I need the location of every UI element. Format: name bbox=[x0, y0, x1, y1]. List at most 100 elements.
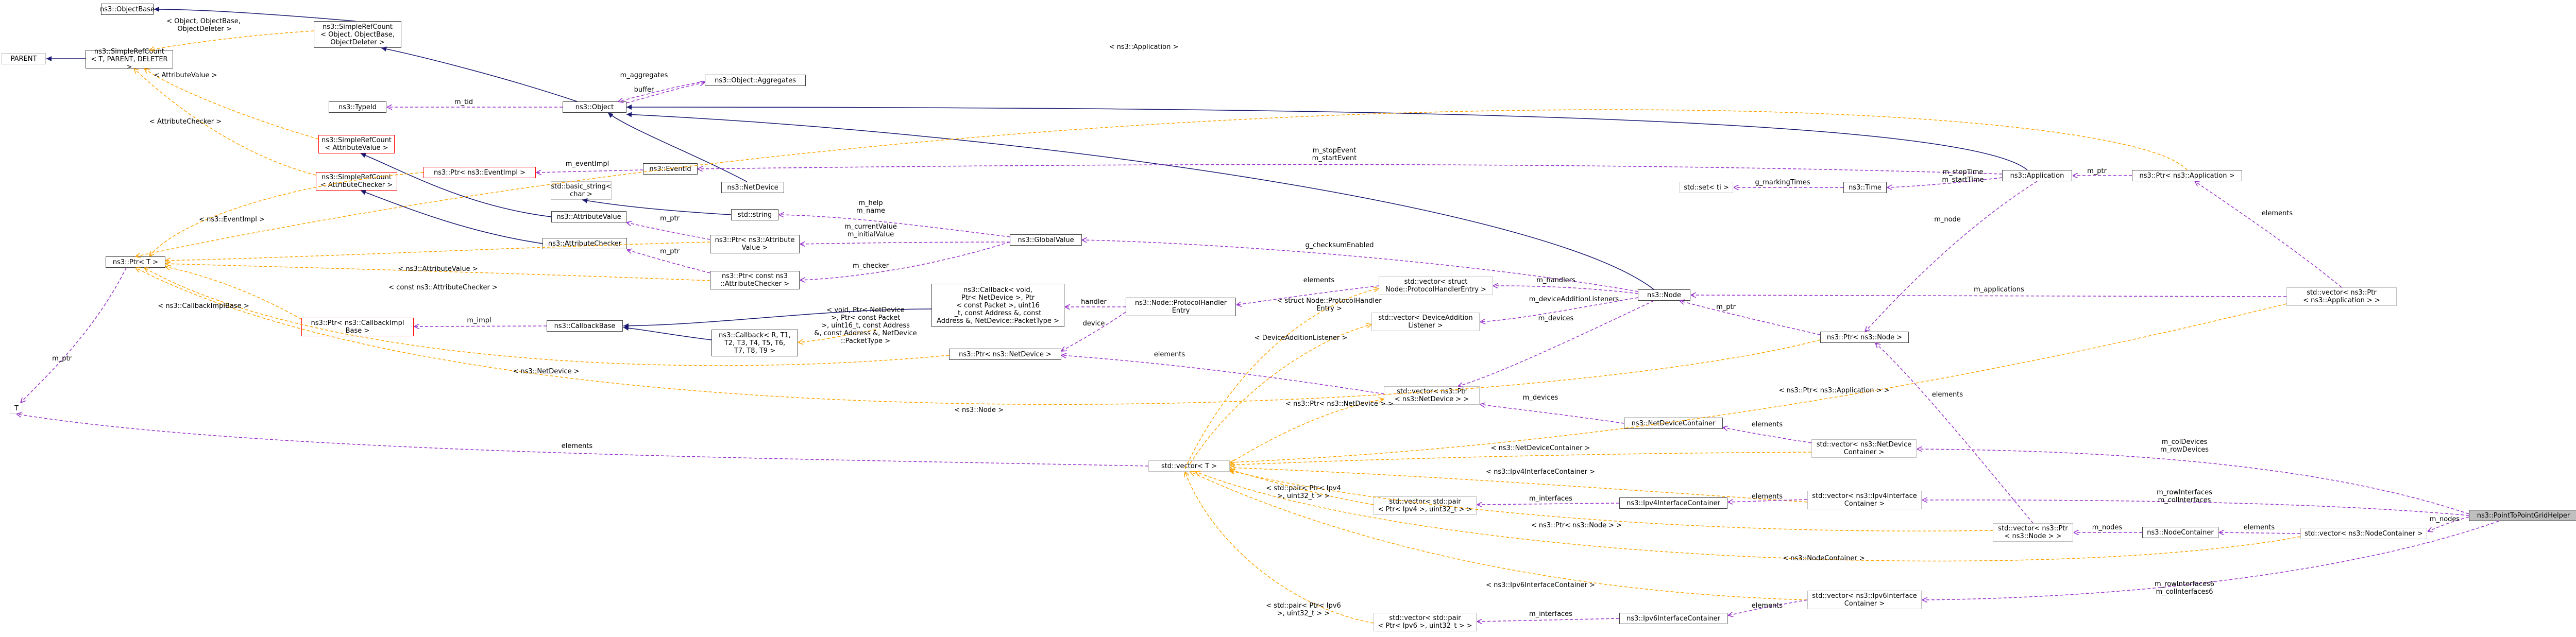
edge-label-m-eventimpl: m_eventImpl bbox=[566, 160, 609, 168]
edge-use-interfaces4 bbox=[1477, 503, 1620, 505]
edge-label-layer: < Object, ObjectBase, ObjectDeleter >< A… bbox=[52, 18, 2460, 618]
node-callbackbase[interactable]: ns3::CallbackBase bbox=[547, 320, 623, 332]
edge-tpl-vector-deviceaddition bbox=[1190, 324, 1371, 464]
node-ptr-attributevalue[interactable]: ns3::Ptr< ns3::Attribute Value > bbox=[710, 235, 800, 253]
node-ptr-t[interactable]: ns3::Ptr< T > bbox=[106, 256, 165, 268]
edge-use-elements-netdevice bbox=[1061, 355, 1384, 394]
edge-label-m-tid: m_tid bbox=[454, 98, 473, 106]
edge-tpl-vector-ipv6container bbox=[1190, 472, 1808, 600]
node-ptr-application[interactable]: ns3::Ptr< ns3::Application > bbox=[2132, 170, 2242, 181]
node-vector-nodecontainer[interactable]: std::vector< ns3::NodeContainer > bbox=[2300, 528, 2427, 539]
node-vector-protocolhandlerentry[interactable]: std::vector< struct Node::ProtocolHandle… bbox=[1379, 277, 1493, 295]
node-object-aggregates[interactable]: ns3::Object::Aggregates bbox=[705, 75, 806, 86]
edge-label-handler: handler bbox=[1081, 298, 1107, 306]
edge-attrvalue-srcount bbox=[360, 153, 552, 217]
node-basic-string[interactable]: std::basic_string< char > bbox=[551, 181, 612, 200]
edge-use-handlers bbox=[1493, 286, 1638, 294]
edge-label-ipv4container-tpl: < ns3::Ipv4InterfaceContainer > bbox=[1486, 468, 1595, 476]
edge-use-eventimpl bbox=[536, 169, 643, 173]
edge-use-elements-ptrnode bbox=[1875, 343, 2033, 524]
node-object[interactable]: ns3::Object bbox=[563, 101, 626, 113]
edge-label-device: device bbox=[1083, 320, 1105, 328]
node-vector-deviceadditionlistener[interactable]: std::vector< DeviceAddition Listener > bbox=[1371, 313, 1480, 331]
edge-label-nodecontainer-tpl: < ns3::NodeContainer > bbox=[1783, 555, 1865, 562]
edge-label-m-nodes-vec: m_nodes bbox=[2092, 524, 2123, 531]
node-protocolhandlerentry[interactable]: ns3::Node::ProtocolHandler Entry bbox=[1126, 298, 1236, 316]
edge-tpl-vector-protocolhandler bbox=[1184, 288, 1379, 469]
edge-tpl-vector-netdevicecontainer bbox=[1230, 452, 1812, 465]
edge-tpl-srcountobj bbox=[149, 30, 314, 50]
node-ipv4interfacecontainer[interactable]: ns3::Ipv4InterfaceContainer bbox=[1619, 497, 1727, 509]
node-netdevicecontainer[interactable]: ns3::NetDeviceContainer bbox=[1624, 418, 1723, 429]
edge-label-aggregates: m_aggregates bbox=[620, 72, 668, 79]
edge-label-elements-app: elements bbox=[2262, 210, 2293, 217]
inheritance-edges bbox=[46, 7, 2028, 340]
edge-use-elements-ipv6 bbox=[1728, 599, 1808, 615]
edge-label-attributechecker-tpl: < AttributeChecker > bbox=[149, 118, 222, 126]
node-netdevice[interactable]: ns3::NetDevice bbox=[721, 182, 784, 193]
edge-tpl-ptr-attrchecker bbox=[165, 264, 710, 281]
node-time[interactable]: ns3::Time bbox=[1843, 182, 1887, 193]
node-ptr-eventimpl[interactable]: ns3::Ptr< ns3::EventImpl > bbox=[423, 167, 536, 178]
edge-label-attributevalue-tpl: < AttributeValue > bbox=[154, 72, 217, 79]
node-attributevalue[interactable]: ns3::AttributeValue bbox=[551, 211, 626, 222]
node-objectbase[interactable]: ns3::ObjectBase bbox=[100, 4, 155, 15]
node-application[interactable]: ns3::Application bbox=[2002, 170, 2072, 181]
node-simplerefcount-t[interactable]: ns3::SimpleRefCount < T, PARENT, DELETER… bbox=[86, 48, 173, 71]
edge-tpl-ptr-application bbox=[135, 109, 2188, 256]
node-globalvalue[interactable]: ns3::GlobalValue bbox=[1010, 234, 1082, 246]
node-nodecontainer[interactable]: ns3::NodeContainer bbox=[2142, 527, 2218, 538]
edge-label-elements-nc: elements bbox=[2244, 524, 2275, 531]
edge-object-srcountobj bbox=[381, 46, 578, 102]
edge-tpl-vector-pair-ipv6 bbox=[1185, 472, 1374, 624]
edge-label-m-devices-ndc: m_devices bbox=[1523, 394, 1558, 402]
edge-tpl-ptr-eventimpl bbox=[149, 172, 424, 256]
edge-label-const-attrchecker: < const ns3::AttributeChecker > bbox=[388, 284, 498, 291]
node-simplerefcount-attributechecker[interactable]: ns3::SimpleRefCount < AttributeChecker > bbox=[316, 172, 397, 191]
node-callback-r[interactable]: ns3::Callback< R, T1, T2, T3, T4, T5, T6… bbox=[711, 330, 798, 356]
edge-use-ptr-t-t bbox=[21, 267, 127, 403]
edge-use-elements-ndc bbox=[1723, 427, 1812, 443]
node-vector-pair-ipv6[interactable]: std::vector< std::pair < Ptr< Ipv6 >, ui… bbox=[1374, 613, 1477, 631]
edge-use-buffer bbox=[626, 82, 705, 104]
node-ptr-callbackimplbase[interactable]: ns3::Ptr< ns3::CallbackImpl Base > bbox=[301, 318, 414, 336]
node-ipv6interfacecontainer[interactable]: ns3::Ipv6InterfaceContainer bbox=[1619, 613, 1727, 624]
node-simplerefcount-object[interactable]: ns3::SimpleRefCount < Object, ObjectBase… bbox=[314, 21, 401, 48]
node-ptr-netdevice[interactable]: ns3::Ptr< ns3::NetDevice > bbox=[949, 349, 1061, 360]
node-callback-void[interactable]: ns3::Callback< void, Ptr< NetDevice >, P… bbox=[931, 284, 1064, 327]
node-vector-netdevicecontainer[interactable]: std::vector< ns3::NetDevice Container > bbox=[1811, 439, 1917, 458]
node-parent[interactable]: PARENT bbox=[2, 53, 46, 64]
edge-tpl-vector-nodecontainer bbox=[1195, 472, 2301, 562]
edge-label-m-ptr-t: m_ptr bbox=[52, 355, 72, 363]
node-ptr-attributechecker[interactable]: ns3::Ptr< const ns3 ::AttributeChecker > bbox=[710, 271, 800, 289]
edge-label-m-nodes-helper: m_nodes bbox=[2430, 515, 2460, 523]
edge-label-deviceaddition-tpl: < DeviceAdditionListener > bbox=[1255, 334, 1348, 342]
node-vector-ptr-application[interactable]: std::vector< ns3::Ptr < ns3::Application… bbox=[2286, 287, 2397, 306]
node-typeid[interactable]: ns3::TypeId bbox=[329, 101, 386, 113]
node-vector-ipv4interfacecontainer[interactable]: std::vector< ns3::Ipv4Interface Containe… bbox=[1807, 491, 1922, 509]
edge-use-rowinterfaces6 bbox=[1922, 521, 2499, 600]
edge-label-m-devices-node: m_devices bbox=[1538, 315, 1574, 322]
node-std-string[interactable]: std::string bbox=[731, 209, 778, 220]
edge-label-application-tpl: < ns3::Application > bbox=[1109, 43, 1179, 51]
node-set-t[interactable]: std::set< ti > bbox=[1680, 182, 1733, 193]
node-vector-ipv6interfacecontainer[interactable]: std::vector< ns3::Ipv6Interface Containe… bbox=[1807, 591, 1922, 609]
node-node[interactable]: ns3::Node bbox=[1638, 289, 1690, 301]
edge-label-ptr-app-tpl: < ns3::Ptr< ns3::Application > > bbox=[1778, 387, 1889, 394]
node-vector-t[interactable]: std::vector< T > bbox=[1148, 460, 1230, 472]
edge-label-eventimpl-tpl: < ns3::EventImpl > bbox=[199, 216, 265, 223]
edge-use-rowinterfaces bbox=[1922, 500, 2469, 516]
edge-use-stoptime bbox=[1887, 177, 2003, 187]
node-vector-ptr-node[interactable]: std::vector< ns3::Ptr < ns3::Node > > bbox=[1993, 523, 2073, 542]
node-vector-ptr-netdevice[interactable]: std::vector< ns3::Ptr < ns3::NetDevice >… bbox=[1384, 386, 1480, 405]
node-pointtopointgridhelper[interactable]: ns3::PointToPointGridHelper bbox=[2469, 510, 2576, 521]
edge-tpl-ptr-node bbox=[135, 268, 1821, 405]
edge-label-elements-netdevice: elements bbox=[1154, 351, 1185, 358]
node-t[interactable]: T bbox=[10, 403, 23, 414]
node-simplerefcount-attributevalue[interactable]: ns3::SimpleRefCount < AttributeValue > bbox=[318, 135, 395, 153]
usage-edges bbox=[16, 81, 2499, 622]
